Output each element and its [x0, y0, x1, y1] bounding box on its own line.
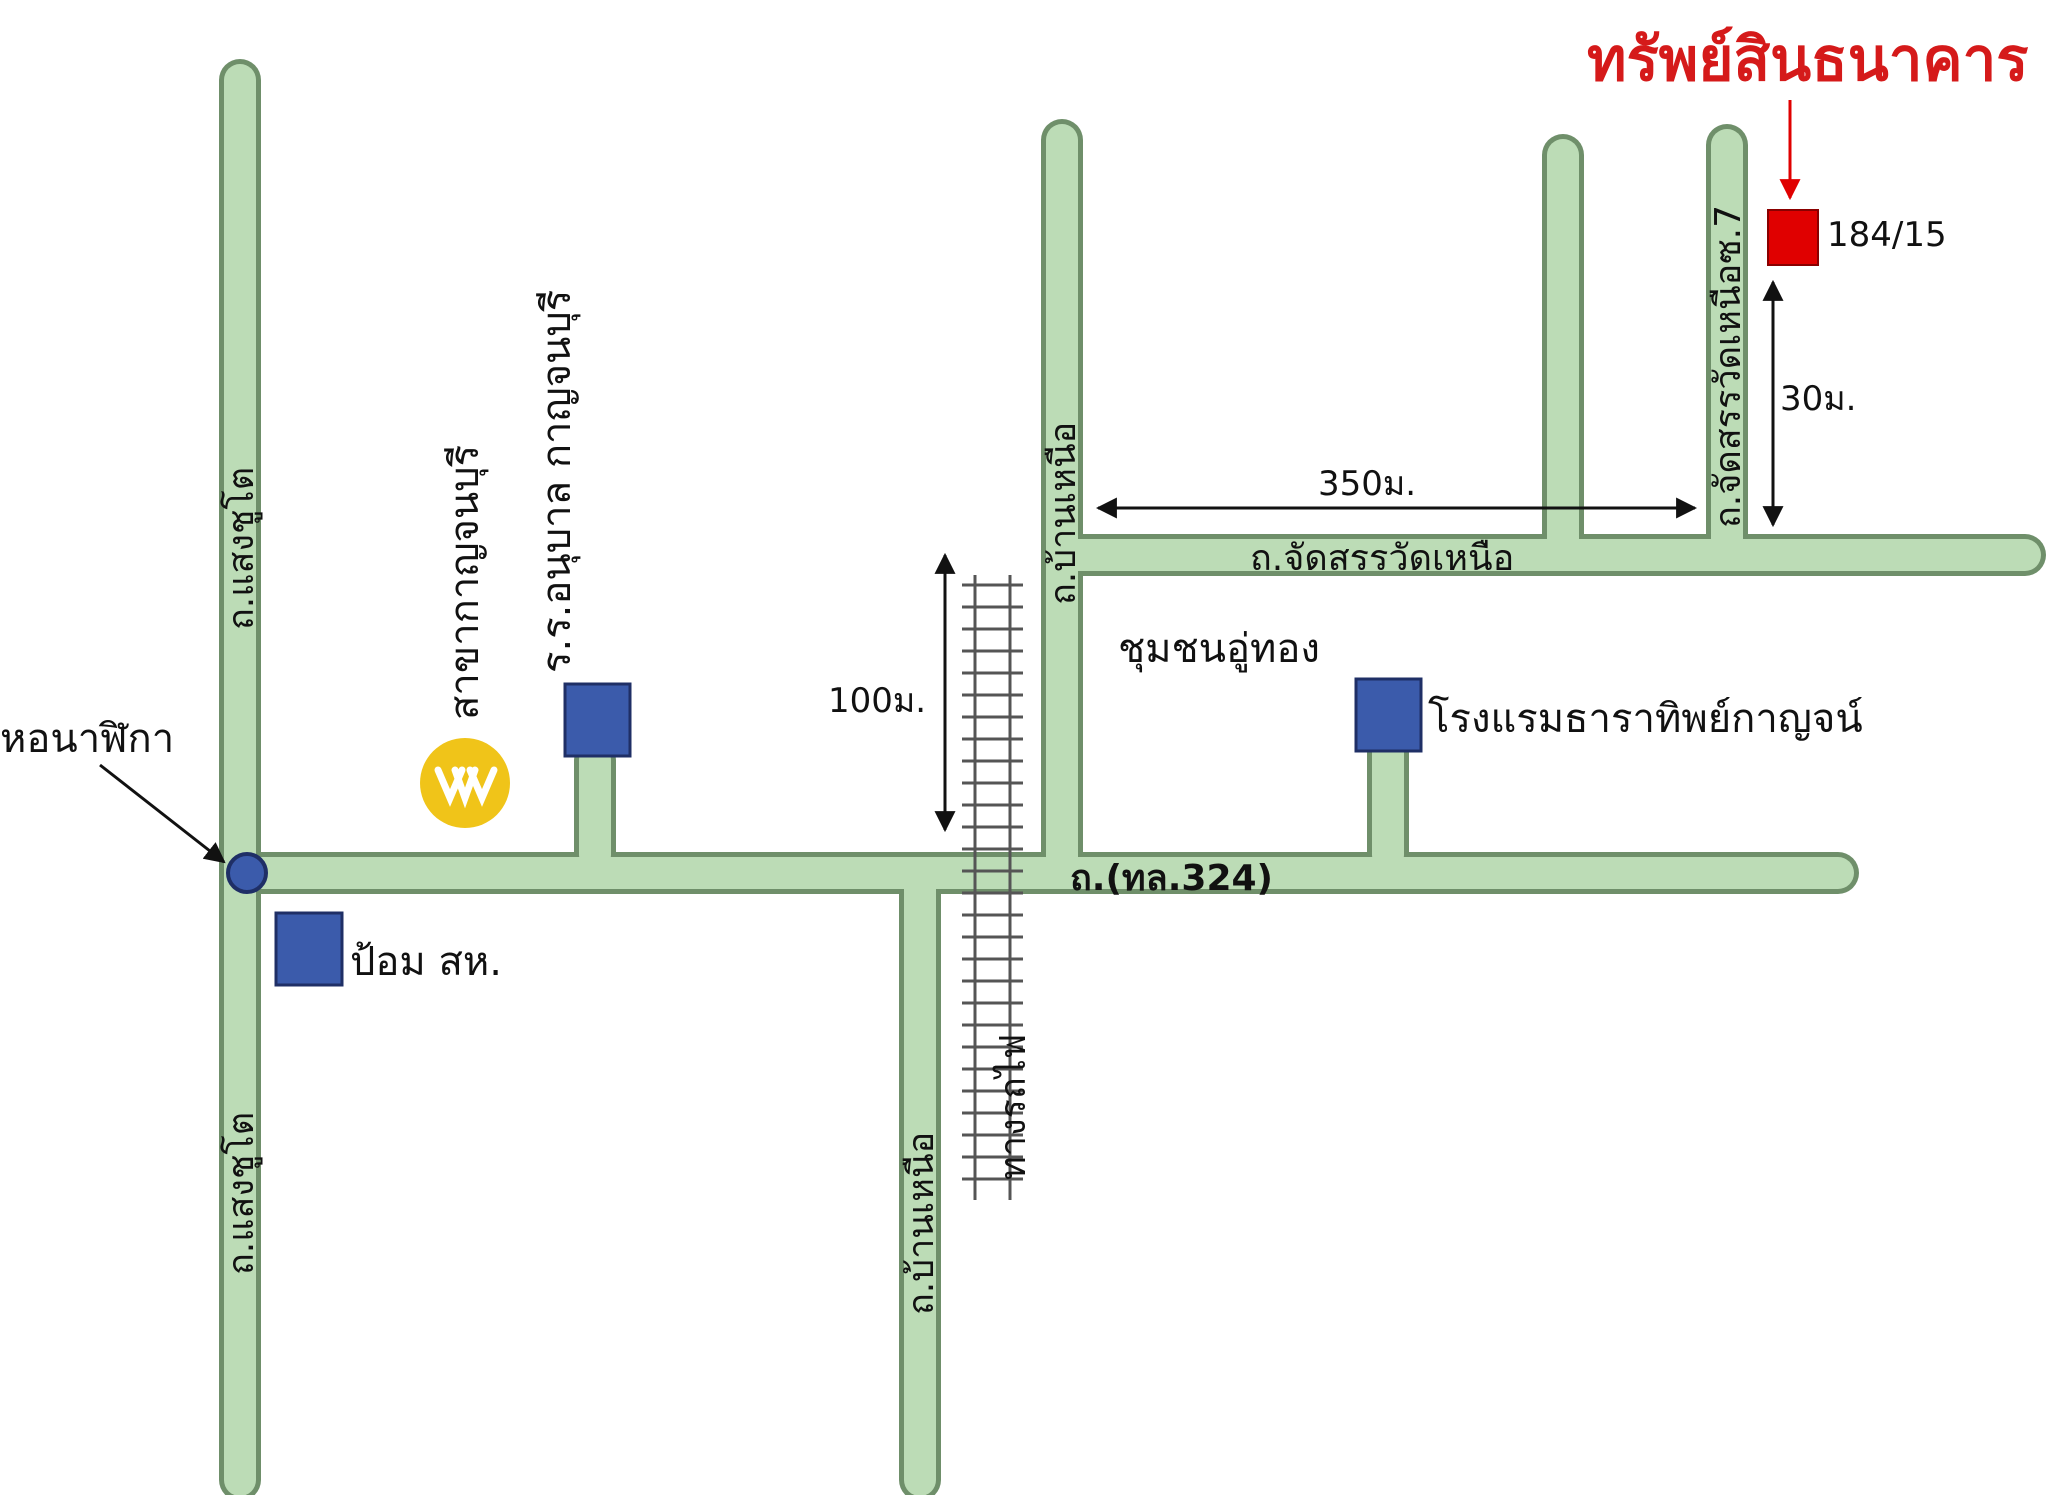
police-box-label: ป้อม สห.	[350, 939, 502, 985]
map-title: ทรัพย์สินธนาคาร	[1587, 25, 2029, 95]
police-box-marker	[274, 911, 344, 987]
road-center-upper-label: ถ.บ้านเหนือ	[1043, 422, 1084, 605]
distance-soi-label: 350ม.	[1318, 464, 1416, 504]
roads	[224, 64, 2041, 1495]
community-label: ชุมชนอู่ทอง	[1118, 626, 1320, 673]
road-main-label: ถ.(ทล.324)	[1070, 858, 1273, 899]
railway-label: ทางรถไฟ	[992, 1034, 1034, 1180]
school-marker	[563, 682, 632, 758]
clock-tower-arrow	[99, 763, 226, 864]
school-label: ร.ร.อนุบาล กาญจนบุรี	[534, 290, 581, 673]
target-property-label: 184/15	[1827, 215, 1947, 255]
clock-tower-label: หอนาฬิกา	[0, 716, 174, 762]
hotel-marker	[1354, 677, 1423, 753]
road-soi-label: ถ.จัดสรรวัดเหนือซ.7	[1708, 205, 1749, 528]
bank-branch-label: สาขากาญจนบุรี	[442, 445, 489, 720]
distance-target-label: 30ม.	[1780, 379, 1856, 419]
road-north-label: ถ.จัดสรรวัดเหนือ	[1250, 538, 1514, 579]
road-center-lower-label: ถ.บ้านเหนือ	[901, 1132, 942, 1315]
target-property-marker	[1767, 209, 1819, 266]
railway-track	[962, 575, 1023, 1200]
clock-tower-marker	[226, 852, 268, 894]
road-west-lower-label: ถ.แสงชูโต	[220, 1112, 263, 1275]
bank-logo-icon	[420, 738, 510, 828]
hotel-label: โรงแรมธาราทิพย์กาญจน์	[1428, 696, 1863, 742]
road-west-upper-label: ถ.แสงชูโต	[220, 467, 263, 630]
distance-rail-label: 100ม.	[828, 681, 926, 721]
